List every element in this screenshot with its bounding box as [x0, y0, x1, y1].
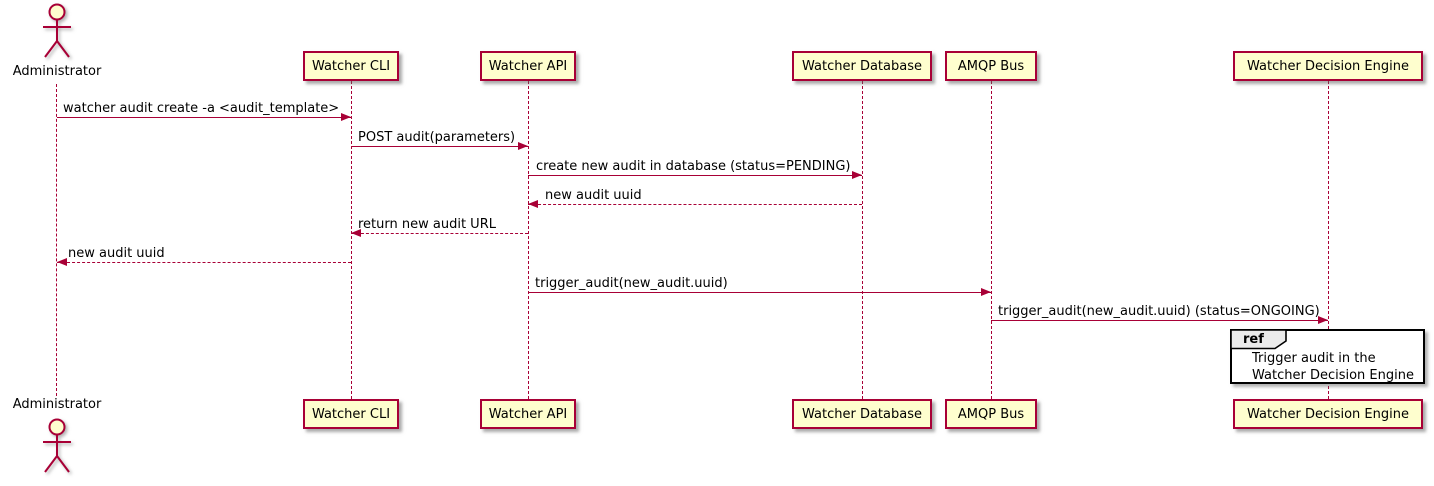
participant-label: AMQP Bus: [957, 406, 1025, 422]
participant-bottom-watcher-cli: Watcher CLI: [303, 399, 399, 429]
lifeline-watcher-database: [862, 81, 863, 399]
participant-label: Watcher API: [488, 406, 568, 422]
message-line-4: [528, 204, 862, 205]
ref-keyword: ref: [1243, 332, 1264, 347]
message-label-7: trigger_audit(new_audit.uuid): [535, 276, 728, 291]
message-line-1: [57, 117, 351, 118]
participant-top-amqp-bus: AMQP Bus: [945, 51, 1037, 81]
participant-top-watcher-database: Watcher Database: [792, 51, 932, 81]
administrator-actor-icon: [43, 3, 71, 58]
participant-label: Watcher CLI: [311, 406, 391, 422]
lifeline-watcher-api: [528, 81, 529, 399]
ref-text-line-1: Trigger audit in the: [1252, 351, 1376, 366]
message-line-3: [528, 175, 862, 176]
message-label-8: trigger_audit(new_audit.uuid) (status=ON…: [998, 304, 1320, 319]
arrowhead-right-icon: [518, 142, 528, 150]
administrator-actor-icon: [43, 418, 71, 473]
arrowhead-right-icon: [852, 171, 862, 179]
arrowhead-left-icon: [57, 258, 67, 266]
lifeline-amqp-bus: [991, 81, 992, 399]
actor-administrator-bottom: Administrator: [12, 397, 102, 412]
participant-top-watcher-decision-engine: Watcher Decision Engine: [1233, 51, 1423, 81]
ref-tab-icon: [1230, 329, 1287, 350]
participant-label: Watcher Decision Engine: [1247, 406, 1409, 422]
participant-label: Watcher Decision Engine: [1247, 58, 1409, 74]
participant-label: Watcher Database: [802, 406, 922, 422]
message-line-7: [528, 292, 991, 293]
message-line-6: [57, 262, 351, 263]
participant-label: Watcher API: [488, 58, 568, 74]
lifeline-administrator: [56, 84, 57, 396]
message-label-2: POST audit(parameters): [358, 130, 516, 145]
participant-top-watcher-cli: Watcher CLI: [303, 51, 399, 81]
message-label-6: new audit uuid: [68, 246, 165, 261]
participant-bottom-watcher-api: Watcher API: [480, 399, 576, 429]
lifeline-watcher-decision-engine: [1328, 81, 1329, 399]
message-label-5: return new audit URL: [358, 217, 496, 232]
participant-top-watcher-api: Watcher API: [480, 51, 576, 81]
message-label-3: create new audit in database (status=PEN…: [536, 159, 851, 174]
ref-text: Trigger audit in the Watcher Decision En…: [1252, 350, 1414, 384]
message-line-2: [351, 146, 528, 147]
ref-text-line-2: Watcher Decision Engine: [1252, 368, 1414, 383]
participant-label: AMQP Bus: [957, 58, 1025, 74]
message-line-5: [351, 233, 528, 234]
arrowhead-left-icon: [351, 229, 361, 237]
participant-label: Watcher Database: [802, 58, 922, 74]
lifeline-watcher-cli: [351, 81, 352, 399]
arrowhead-right-icon: [341, 113, 351, 121]
participant-bottom-watcher-decision-engine: Watcher Decision Engine: [1233, 399, 1423, 429]
arrowhead-right-icon: [981, 288, 991, 296]
arrowhead-right-icon: [1318, 316, 1328, 324]
participant-label: Watcher CLI: [311, 58, 391, 74]
actor-administrator-top: Administrator: [12, 64, 102, 79]
message-label-1: watcher audit create -a <audit_template>: [63, 101, 340, 116]
message-line-8: [991, 320, 1328, 321]
participant-bottom-watcher-database: Watcher Database: [792, 399, 932, 429]
participant-bottom-amqp-bus: AMQP Bus: [945, 399, 1037, 429]
message-label-4: new audit uuid: [545, 188, 642, 203]
ref-fragment: ref Trigger audit in the Watcher Decisio…: [1230, 329, 1425, 384]
arrowhead-left-icon: [528, 200, 538, 208]
